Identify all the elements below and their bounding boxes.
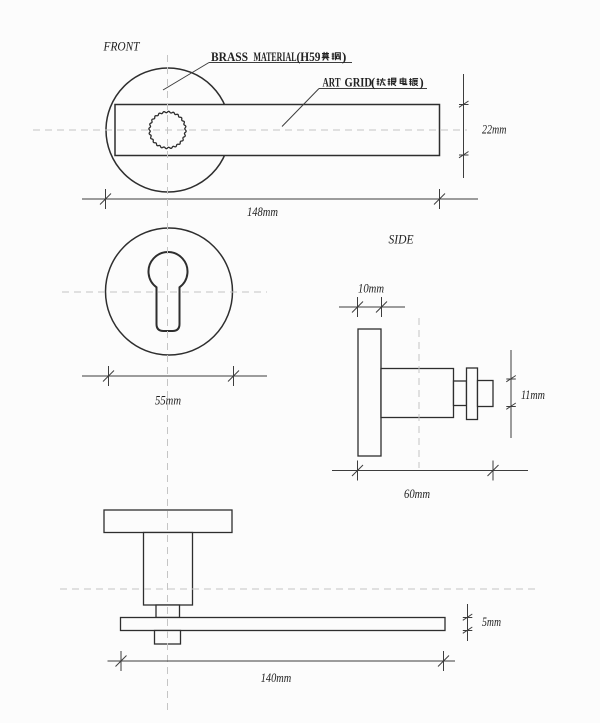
svg-text:SIDE: SIDE [389,233,414,247]
svg-text:60mm: 60mm [404,487,430,501]
svg-text:55mm: 55mm [155,394,181,408]
svg-text:(H59: (H59 [297,49,321,64]
svg-text:): ) [342,49,346,64]
svg-text:10mm: 10mm [358,282,384,296]
svg-text:ART: ART [323,76,341,90]
svg-text:22mm: 22mm [482,123,507,137]
svg-text:FRONT: FRONT [103,40,141,54]
svg-text:MATERIAL: MATERIAL [254,49,297,64]
svg-text:140mm: 140mm [261,671,292,685]
svg-text:(: ( [371,76,375,90]
svg-text:BRASS: BRASS [211,49,248,64]
svg-text:148mm: 148mm [247,205,278,219]
svg-text:): ) [420,76,424,90]
svg-text:5mm: 5mm [482,615,501,629]
svg-text:11mm: 11mm [521,388,545,402]
svg-text:GRID: GRID [345,76,373,90]
